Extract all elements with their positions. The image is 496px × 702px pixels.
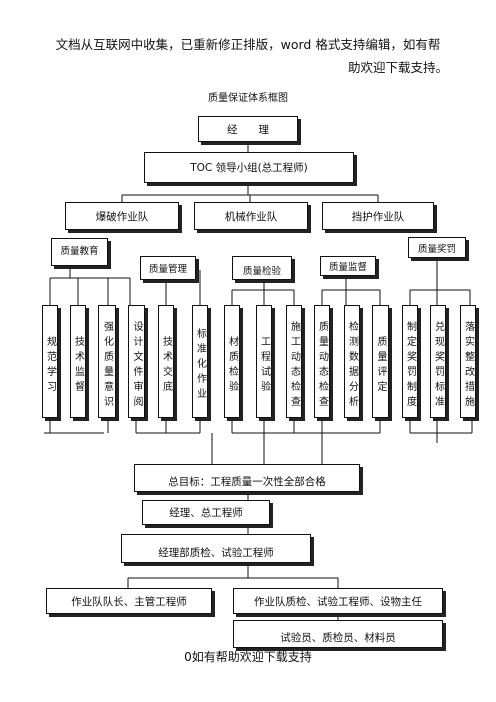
item-box: 技术监督	[70, 305, 86, 418]
level-team-qc: 作业队质检、试验工程师、设物主任	[233, 588, 443, 614]
team-machinery: 机械作业队	[194, 202, 308, 230]
team-blasting: 爆破作业队	[65, 202, 179, 230]
item-box: 技术交底	[158, 305, 174, 418]
item-box: 强化质量意识	[98, 305, 116, 418]
item-box: 兑现奖罚标准	[430, 305, 446, 418]
level-inspectors: 试验员、质检员、材料员	[233, 620, 443, 648]
footer-text: 0如有帮助欢迎下载支持	[184, 650, 312, 664]
goal-box: 总目标：工程质量一次性全部合格	[134, 464, 360, 492]
item-box: 标准化作业	[192, 305, 208, 418]
item-box: 工程试验	[256, 305, 272, 418]
category-reward: 质量奖罚	[408, 237, 466, 258]
category-management: 质量管理	[140, 256, 196, 280]
level-team-leader: 作业队队长、主管工程师	[46, 588, 212, 614]
level-manager-chief-engineer: 经理、总工程师	[142, 500, 270, 525]
item-box: 施工动态检查	[286, 305, 302, 418]
header-line-1: 文档从互联网中收集，已重新修正排版，word 格式支持编辑，如有帮	[55, 37, 441, 52]
category-inspection: 质量检验	[232, 256, 292, 280]
header-line-2: 助欢迎下载支持。	[347, 60, 448, 75]
category-education: 质量教育	[51, 238, 108, 266]
item-box: 质量动态检查	[314, 305, 330, 418]
manager-box: 经 理	[198, 116, 298, 142]
item-box: 质量评定	[372, 305, 389, 418]
diagram-title: 质量保证体系框图	[208, 93, 288, 104]
category-supervision: 质量监督	[320, 256, 376, 276]
team-retaining: 挡护作业队	[322, 202, 434, 230]
item-box: 制定奖罚制度	[402, 305, 418, 418]
item-box: 检测数据分析	[344, 305, 360, 418]
toc-group-box: TOC 领导小组(总工程师)	[144, 152, 354, 183]
item-box: 材质检验	[224, 305, 240, 418]
level-dept-qc-engineer: 经理部质检、试验工程师	[121, 534, 311, 563]
item-box: 规范学习	[42, 305, 58, 418]
item-box: 设计文件审阅	[128, 305, 145, 418]
item-box: 落实整改措施	[460, 305, 476, 418]
